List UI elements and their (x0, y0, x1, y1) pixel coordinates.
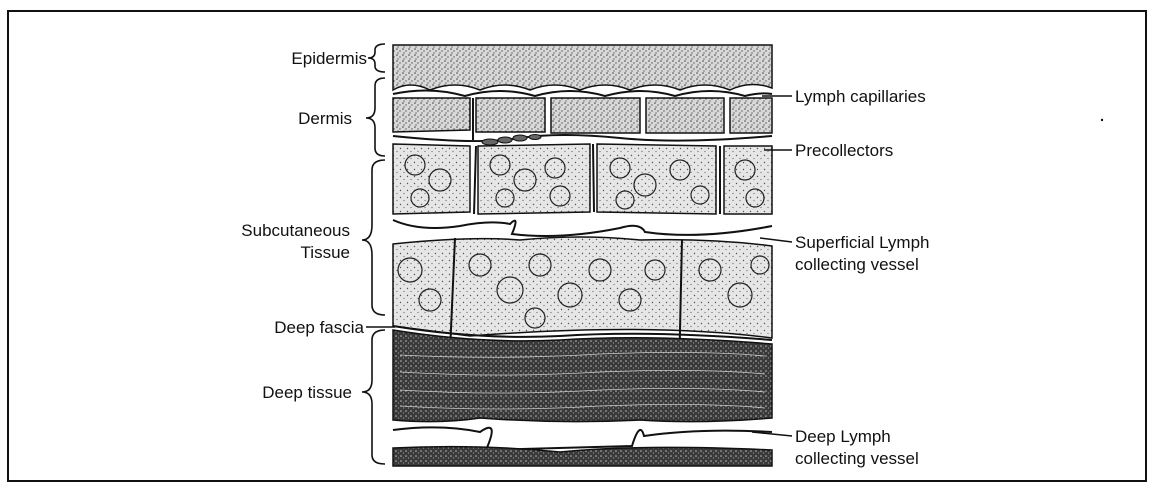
dermis-blocks (393, 98, 772, 133)
label-deep-line2: collecting vessel (795, 449, 919, 468)
label-epidermis: Epidermis (291, 49, 367, 68)
epidermis-layer (393, 45, 772, 90)
precollector-band (393, 135, 772, 141)
label-superficial-line1: Superficial Lymph (795, 233, 930, 252)
label-deep-line1: Deep Lymph (795, 427, 891, 446)
precollector-valves (482, 135, 541, 146)
label-dermis: Dermis (298, 109, 352, 128)
label-superficial-line2: collecting vessel (795, 255, 919, 274)
stray-mark (1101, 119, 1103, 121)
label-lymph-capillaries: Lymph capillaries (795, 87, 926, 106)
bottom-deep-layer (393, 447, 772, 466)
left-braces (362, 44, 385, 464)
label-subcutaneous-line2: Tissue (301, 243, 350, 262)
lymph-capillary-network (393, 90, 772, 96)
superficial-collecting-vessel (393, 220, 772, 236)
subcutaneous-upper-blocks (393, 144, 772, 214)
subcutaneous-lower-block (393, 237, 772, 338)
label-subcutaneous-line1: Subcutaneous (241, 221, 350, 240)
label-deep-fascia: Deep fascia (274, 318, 364, 337)
label-precollectors: Precollectors (795, 141, 893, 160)
label-deep-tissue: Deep tissue (262, 383, 352, 402)
